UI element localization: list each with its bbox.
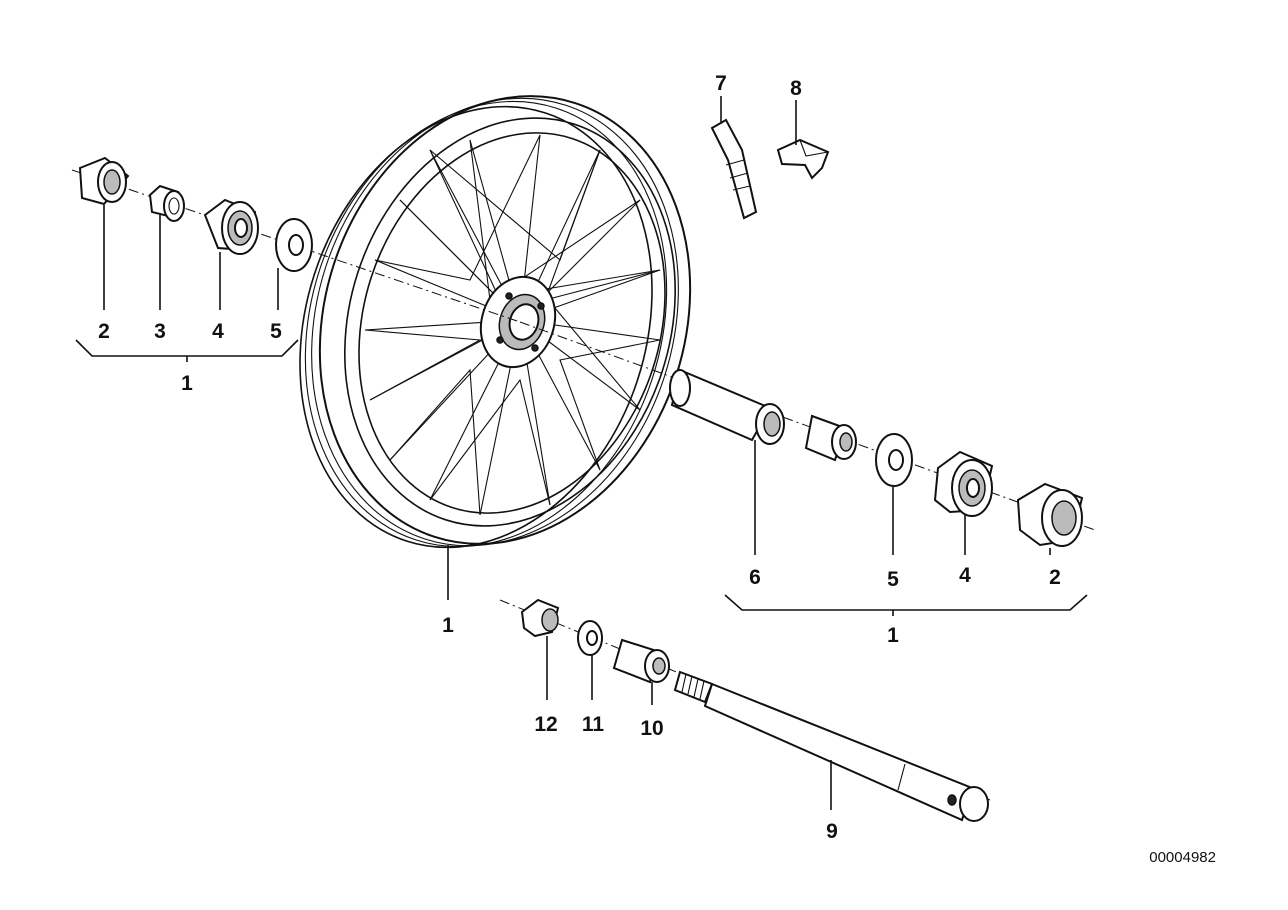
right-spacer-part-2 xyxy=(1016,482,1084,547)
wheel-part xyxy=(299,95,692,549)
right-bearing-part-4 xyxy=(933,450,994,517)
label-8: 8 xyxy=(790,77,802,100)
label-4-right: 4 xyxy=(959,564,971,587)
label-2-right: 2 xyxy=(1049,566,1061,589)
label-1-right-group: 1 xyxy=(887,624,899,647)
left-bearing-part-4 xyxy=(203,198,259,255)
nut-part-12 xyxy=(520,598,560,638)
washer-part-11 xyxy=(577,620,603,656)
label-10: 10 xyxy=(640,717,663,740)
left-bush-part-3 xyxy=(148,184,185,222)
spacer-tube-part-6 xyxy=(669,368,785,445)
label-12: 12 xyxy=(534,713,557,736)
spacer-part-10 xyxy=(612,638,670,684)
label-6: 6 xyxy=(749,566,761,589)
spacer-sleeve xyxy=(804,414,857,462)
right-group-bracket xyxy=(724,594,1088,611)
label-5-left: 5 xyxy=(270,320,282,343)
right-washer-part-5 xyxy=(875,433,913,487)
left-washer-part-5 xyxy=(275,218,313,272)
axle-part-9 xyxy=(673,670,989,822)
balance-weight-part-7 xyxy=(710,118,758,220)
label-11: 11 xyxy=(582,713,605,736)
left-spacer-part-2 xyxy=(78,156,130,206)
label-7: 7 xyxy=(715,72,727,95)
label-2-left: 2 xyxy=(98,320,110,343)
drawing-code: 00004982 xyxy=(1149,849,1216,866)
label-5-right: 5 xyxy=(887,568,899,591)
balance-clip-part-8 xyxy=(776,138,830,180)
label-1-wheel: 1 xyxy=(442,614,454,637)
label-1-left-group: 1 xyxy=(181,372,193,395)
label-3-left: 3 xyxy=(154,320,166,343)
label-9: 9 xyxy=(826,820,838,843)
label-4-left: 4 xyxy=(212,320,224,343)
